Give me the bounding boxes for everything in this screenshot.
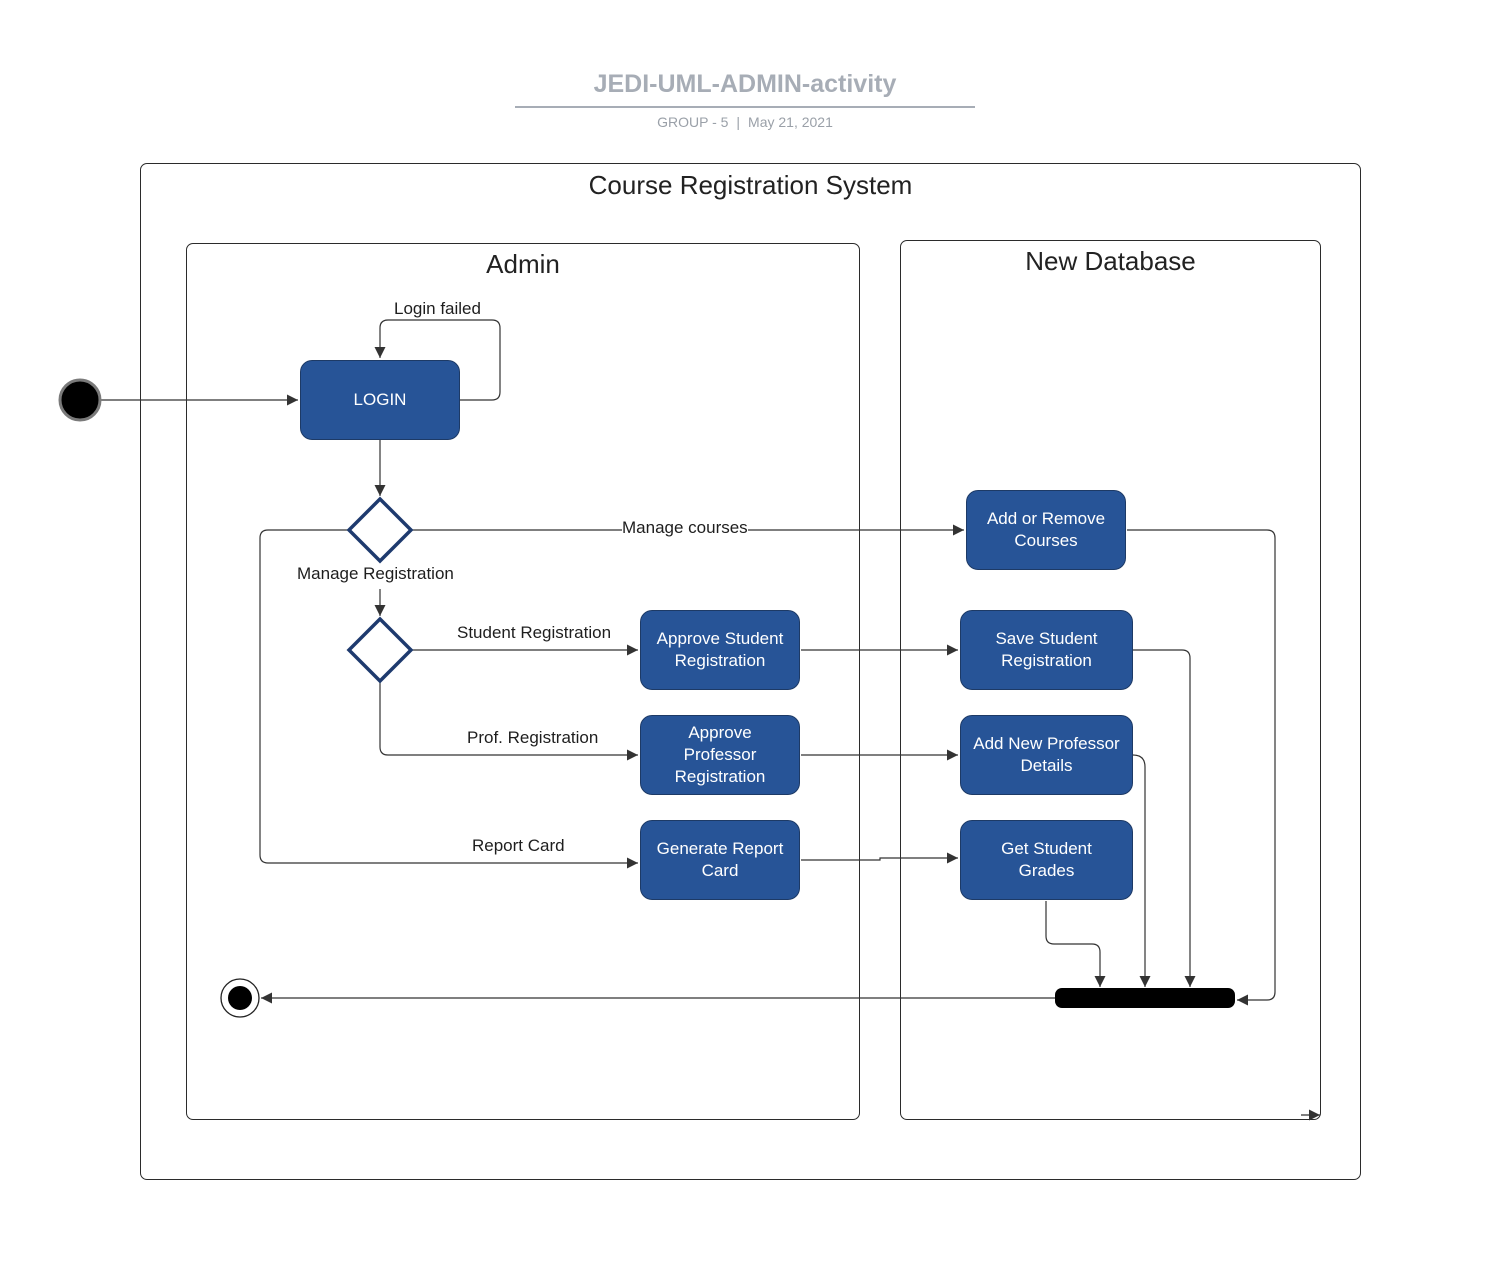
label-manage-courses: Manage courses <box>622 518 748 538</box>
approve-professor-node: Approve Professor Registration <box>640 715 800 795</box>
edge-login-failed-loop <box>374 319 501 401</box>
generate-report-node: Generate Report Card <box>640 820 800 900</box>
label-login-failed: Login failed <box>394 299 481 319</box>
label-report-card: Report Card <box>472 836 565 856</box>
edge-grades-to-join <box>1045 901 1106 987</box>
admin-lane: Admin <box>186 243 860 1120</box>
system-title: Course Registration System <box>588 170 913 200</box>
group-label: GROUP - 5 <box>657 114 729 130</box>
database-lane: New Database <box>900 240 1321 1120</box>
get-grades-node: Get Student Grades <box>960 820 1133 900</box>
final-node <box>220 978 260 1018</box>
diagram-subtitle: GROUP - 5 | May 21, 2021 <box>515 114 975 130</box>
subtitle-separator: | <box>736 114 741 130</box>
date-label: May 21, 2021 <box>748 114 833 130</box>
edge-save-to-join <box>1133 649 1196 987</box>
edge-prof-registration <box>379 681 638 761</box>
decision-registration <box>346 616 414 684</box>
add-professor-node: Add New Professor Details <box>960 715 1133 795</box>
diagram-title: JEDI-UML-ADMIN-activity <box>593 70 897 98</box>
add-remove-courses-node: Add or Remove Courses <box>966 490 1126 570</box>
save-student-node: Save Student Registration <box>960 610 1133 690</box>
admin-lane-title: Admin <box>486 249 560 279</box>
label-manage-registration: Manage Registration <box>297 564 454 584</box>
title-divider <box>515 106 975 108</box>
label-prof-registration: Prof. Registration <box>467 728 599 748</box>
edge-professor-to-join <box>1132 754 1151 987</box>
edge-report-card <box>259 529 638 869</box>
system-frame: Course Registration System <box>140 163 1361 1180</box>
login-node: LOGIN <box>300 360 460 440</box>
initial-node <box>58 378 102 422</box>
label-student-registration: Student Registration <box>457 623 612 643</box>
join-bar <box>1055 988 1235 1008</box>
edge-report-to-grades <box>801 852 958 864</box>
edge-courses-to-join <box>1127 529 1276 1006</box>
approve-student-node: Approve Student Registration <box>640 610 800 690</box>
decision-main <box>346 496 414 564</box>
database-lane-title: New Database <box>1025 246 1196 276</box>
